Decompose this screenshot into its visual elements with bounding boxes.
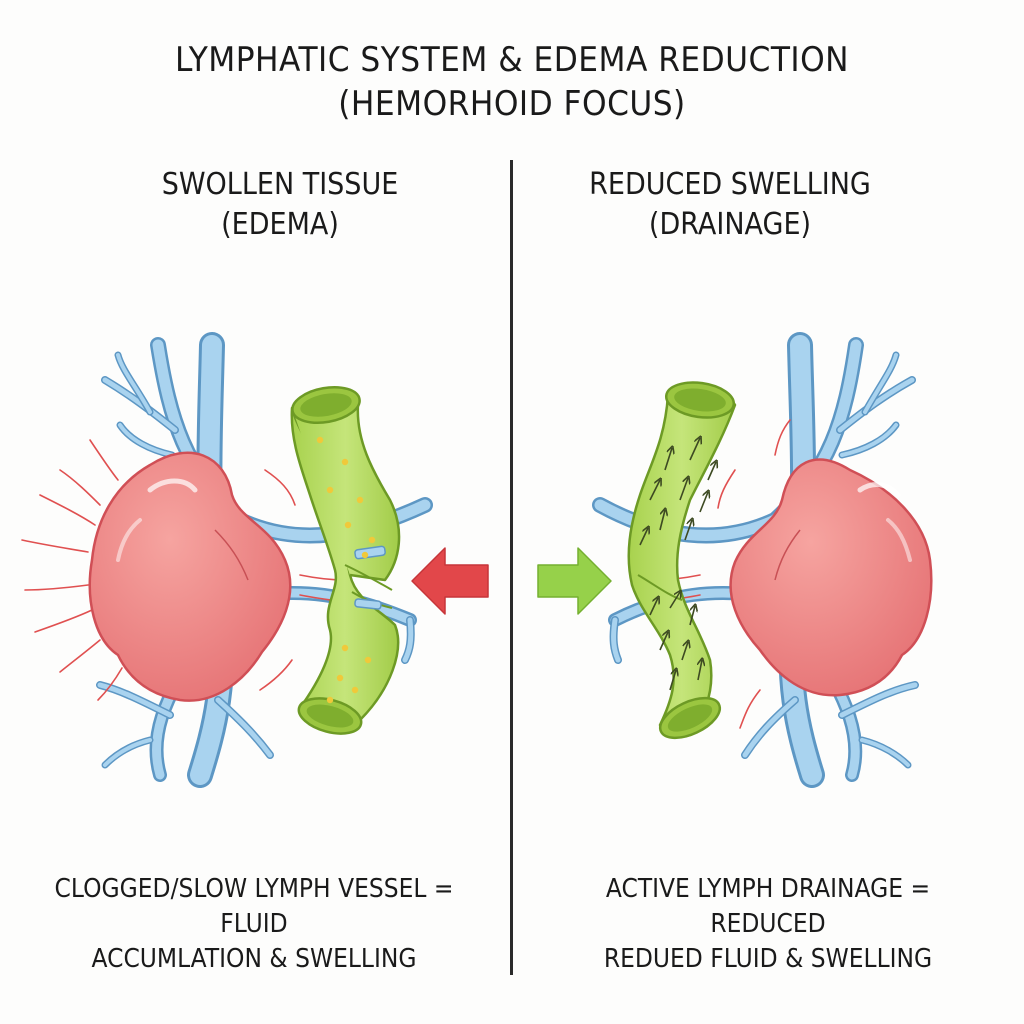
left-lymph-vessel [290, 385, 401, 735]
right-illustration [537, 332, 933, 788]
center-divider [510, 160, 513, 975]
left-swollen-tissue [88, 451, 292, 702]
right-reduced-tissue [729, 458, 933, 697]
right-flow-arrows [639, 438, 716, 691]
title-line-2: (HEMORHOID FOCUS) [338, 84, 686, 124]
green-right-arrow [537, 547, 612, 615]
right-panel-heading: REDUCED SWELLING (DRAINAGE) [577, 165, 883, 245]
left-caption-line-1: CLOGGED/SLOW LYMPH VESSEL = FLUID [54, 874, 454, 939]
left-caption: CLOGGED/SLOW LYMPH VESSEL = FLUID ACCUML… [38, 872, 470, 977]
diagram-title: LYMPHATIC SYSTEM & EDEMA REDUCTION (HEMO… [41, 38, 983, 126]
right-caption: ACTIVE LYMPH DRAINAGE = REDUCED REDUED F… [552, 872, 984, 977]
title-line-1: LYMPHATIC SYSTEM & EDEMA REDUCTION [174, 40, 850, 80]
left-panel-heading: SWOLLEN TISSUE (EDEMA) [127, 165, 433, 245]
left-heading-line-2: (EDEMA) [221, 207, 339, 242]
right-heading-line-2: (DRAINAGE) [648, 207, 812, 242]
right-minor-lines [654, 419, 791, 729]
right-caption-line-1: ACTIVE LYMPH DRAINAGE = REDUCED [605, 874, 931, 939]
right-caption-line-2: REDUED FLUID & SWELLING [603, 944, 933, 974]
left-heading-line-1: SWOLLEN TISSUE [161, 167, 399, 202]
left-illustration [21, 332, 489, 788]
right-heading-line-1: REDUCED SWELLING [589, 167, 871, 202]
red-left-arrow [411, 547, 489, 615]
left-caption-line-2: ACCUMLATION & SWELLING [91, 944, 417, 974]
right-lymph-vessel [627, 381, 737, 740]
left-fluid-dots [316, 436, 376, 704]
